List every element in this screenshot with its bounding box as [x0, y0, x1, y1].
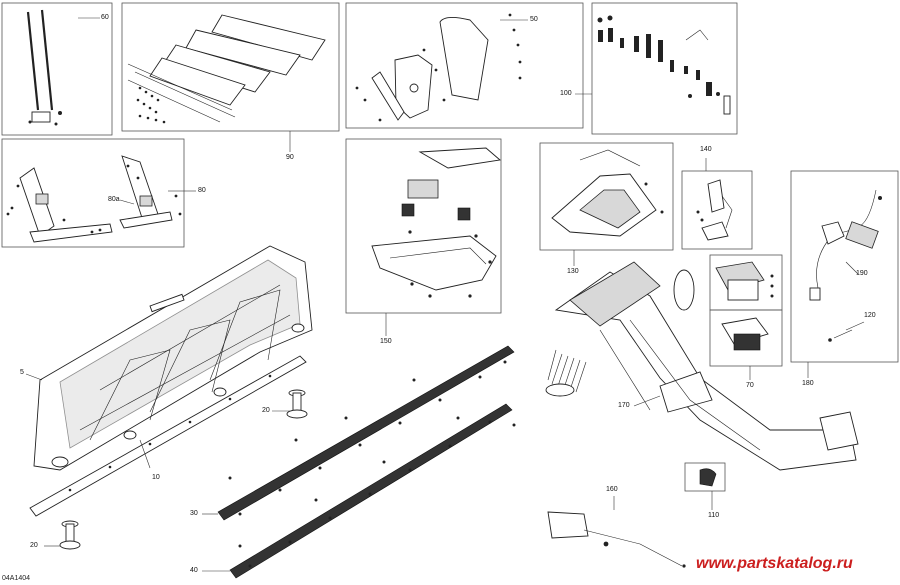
callout-130[interactable]: 130 [567, 268, 579, 275]
callout-190[interactable]: 190 [856, 270, 868, 277]
callout-80a[interactable]: 80a [108, 196, 120, 203]
rod-assembly-60 [26, 9, 62, 126]
callout-100[interactable]: 100 [560, 90, 572, 97]
pivot-bracket-assembly-80 [6, 155, 182, 243]
mount-block-70-top [715, 261, 774, 301]
callout-170[interactable]: 170 [618, 402, 630, 409]
detail-box-80 [1, 138, 185, 248]
callout-5[interactable]: 5 [20, 369, 24, 376]
push-frame-170 [554, 261, 859, 471]
callout-150[interactable]: 150 [380, 338, 392, 345]
lever-140 [696, 179, 733, 241]
callout-120[interactable]: 120 [864, 312, 876, 319]
mount-brackets-50 [355, 13, 522, 122]
detail-box-60 [1, 2, 113, 136]
plow-blade-5 [33, 245, 313, 471]
callout-90[interactable]: 90 [286, 154, 294, 161]
watermark: www.partskatalog.ru [696, 555, 853, 572]
callout-60[interactable]: 60 [101, 14, 109, 21]
callout-180[interactable]: 180 [802, 380, 814, 387]
skid-shoe-20-lower [59, 520, 81, 550]
wear-strip-40 [229, 403, 516, 579]
callout-20-lower[interactable]: 20 [30, 542, 38, 549]
callout-110[interactable]: 110 [708, 512, 720, 519]
clip-110 [699, 468, 717, 487]
detail-box-110 [684, 462, 726, 492]
hardware-kit-100 [597, 15, 731, 115]
callout-50[interactable]: 50 [530, 16, 538, 23]
detail-box-70-bottom [709, 309, 783, 367]
detail-box-140 [681, 170, 753, 250]
callout-70[interactable]: 70 [746, 382, 754, 389]
mount-block-70-bottom [721, 317, 769, 351]
callout-40[interactable]: 40 [190, 567, 198, 574]
drawing-code: 04A1404 [2, 575, 31, 582]
detail-box-50 [345, 2, 584, 129]
cutting-edge-10 [29, 355, 307, 517]
skid-shoe-20-upper [286, 389, 308, 419]
shock-spring [545, 349, 587, 397]
mount-plate-150 [371, 147, 502, 298]
callout-30[interactable]: 30 [190, 510, 198, 517]
wear-plates-90 [127, 14, 326, 124]
wear-strip-30 [217, 345, 515, 521]
callout-160[interactable]: 160 [606, 486, 618, 493]
detail-box-100 [591, 2, 738, 135]
leader-lines [25, 17, 865, 572]
detail-box-180 [790, 170, 899, 363]
lift-lever-160 [547, 511, 686, 568]
callout-140[interactable]: 140 [700, 146, 712, 153]
callout-20-upper[interactable]: 20 [262, 407, 270, 414]
callout-80[interactable]: 80 [198, 187, 206, 194]
detail-box-150 [345, 138, 502, 314]
callout-10[interactable]: 10 [152, 474, 160, 481]
detail-box-90 [121, 2, 340, 132]
wiring-harness-180 [809, 189, 882, 342]
cover-130 [551, 149, 664, 237]
detail-box-130 [539, 142, 674, 251]
